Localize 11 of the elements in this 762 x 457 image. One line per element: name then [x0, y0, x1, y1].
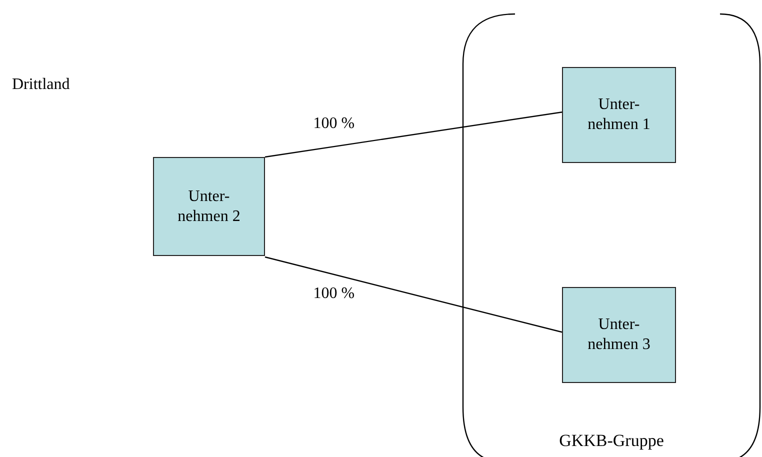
region-label: Drittland: [12, 76, 70, 94]
company-box: [562, 67, 676, 163]
company-name: Unter- nehmen 2: [176, 186, 242, 226]
connector-line: [264, 256, 562, 333]
company-box: [153, 157, 265, 256]
company-name: Unter- nehmen 1: [586, 95, 652, 135]
group-label: GKKB-Gruppe: [558, 431, 665, 451]
group-outline: [463, 14, 760, 457]
connector-line: [264, 112, 562, 158]
company-name: Unter- nehmen 3: [586, 315, 652, 355]
company-box: [562, 287, 676, 383]
